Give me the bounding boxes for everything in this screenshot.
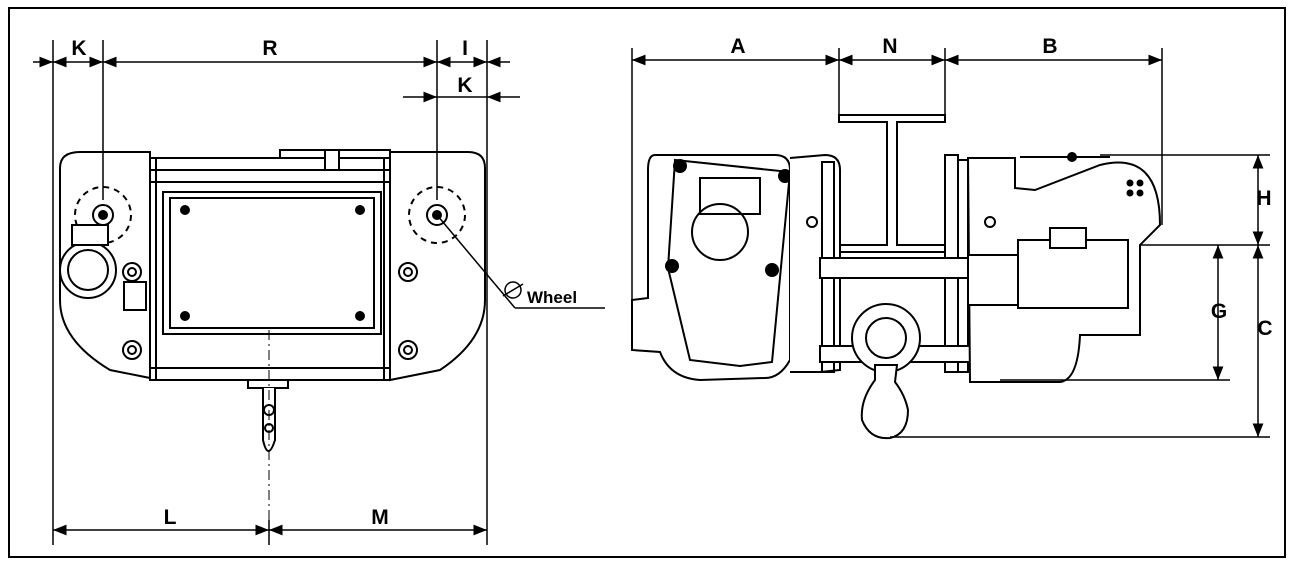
wheel-label: Wheel xyxy=(527,288,577,307)
dim-label-b: B xyxy=(1042,35,1057,58)
frame-body xyxy=(149,157,391,381)
dim-label-k-right: K xyxy=(457,74,472,97)
left-dimensions xyxy=(33,40,520,545)
dim-label-i: I xyxy=(462,37,468,60)
dim-label-r: R xyxy=(262,37,277,60)
dim-label-m: M xyxy=(371,506,389,529)
dim-label-l: L xyxy=(164,506,177,529)
dim-label-g: G xyxy=(1211,300,1227,323)
drawing-border xyxy=(8,7,1286,558)
dim-label-a: A xyxy=(730,35,745,58)
i-beam xyxy=(838,114,946,253)
right-view xyxy=(631,114,1162,440)
control-panel xyxy=(162,191,382,335)
dim-label-n: N xyxy=(882,35,897,58)
dim-label-h: H xyxy=(1256,187,1271,210)
right-end-plate xyxy=(389,151,486,382)
dim-label-c: C xyxy=(1257,317,1272,340)
diameter-symbol-icon xyxy=(504,281,522,299)
dim-label-k-top: K xyxy=(71,37,86,60)
left-view xyxy=(59,149,605,538)
right-dimensions xyxy=(631,48,1270,438)
